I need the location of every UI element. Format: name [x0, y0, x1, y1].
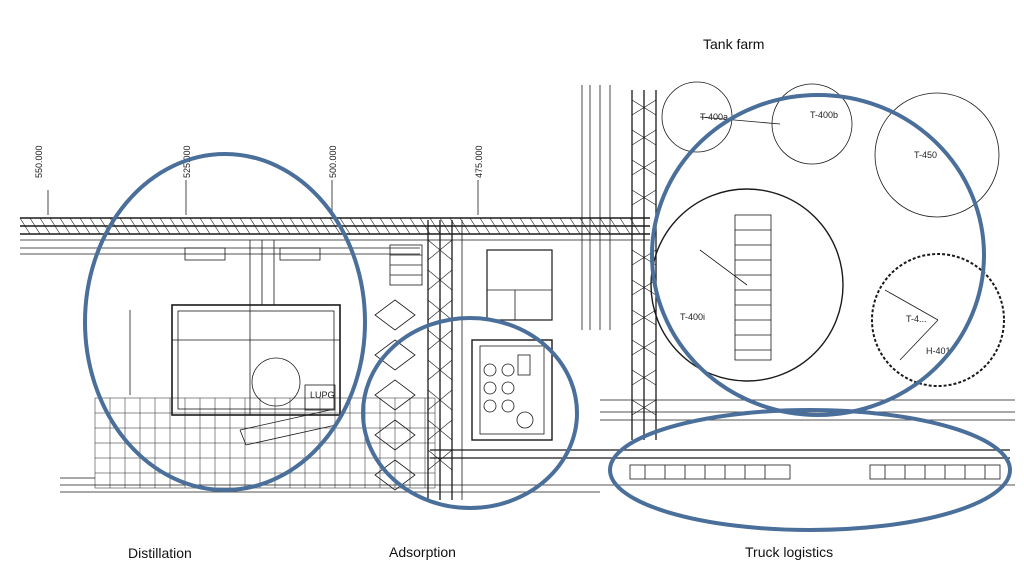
tank-farm [650, 81, 1005, 387]
main-pipe-rack [19, 217, 650, 255]
adsorption-highlight [361, 316, 579, 510]
tank-farm-highlight [650, 93, 986, 417]
vertical-pipe-rack [427, 220, 463, 500]
truck-logistics-highlight [608, 408, 1012, 532]
tank-tag-t400b: T-400b [810, 110, 838, 120]
dimension-label-500: 500.000 [328, 145, 338, 178]
tank-tag-t400a: T-400a [700, 112, 728, 122]
tank-tags: T-400a T-400b T-450 T-400i H-401 T-4... … [310, 110, 951, 400]
adsorption-label: Adsorption [389, 544, 456, 560]
highlight-ellipses [83, 93, 1012, 532]
distillation-building [129, 240, 341, 446]
truck-logistics-label: Truck logistics [745, 544, 834, 560]
paved-grid-area [94, 397, 436, 489]
dimension-markers [47, 180, 479, 215]
tank-farm-label: Tank farm [703, 36, 765, 52]
distillation-label: Distillation [128, 545, 192, 561]
dimension-label-550: 550.000 [34, 145, 44, 178]
distillation-highlight [83, 152, 367, 492]
adsorption-equipment [374, 244, 553, 491]
truck-loading-bays [60, 464, 1001, 480]
tank-tag-t4xx: T-4... [906, 314, 927, 324]
tank-tag-t400i: T-400i [680, 312, 705, 322]
building-tag-lupg: LUPG [310, 390, 335, 400]
tank-tag-t450: T-450 [914, 150, 937, 160]
dimension-labels: 550.000 525.000 500.000 475.000 [34, 145, 484, 178]
dimension-label-475: 475.000 [474, 145, 484, 178]
tank-tag-h401: H-401 [926, 346, 951, 356]
tank-farm-pipe-rack [581, 85, 657, 440]
